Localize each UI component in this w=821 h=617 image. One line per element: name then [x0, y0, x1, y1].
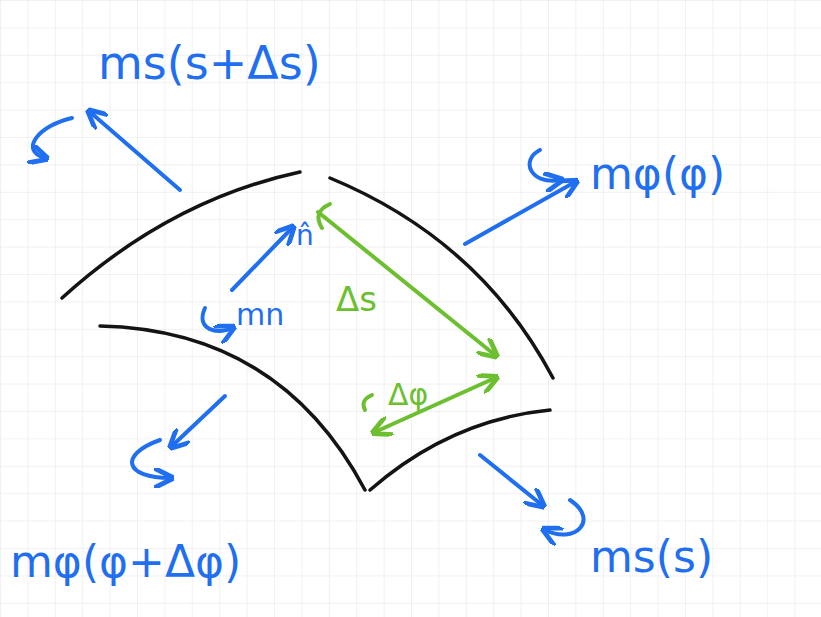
moment-label: mφ(φ): [590, 152, 725, 196]
moment-label: mφ(φ+Δφ): [10, 540, 241, 584]
moment-label: ms(s): [590, 535, 713, 579]
moment-label: n̂: [296, 222, 314, 250]
moment-label: mn: [236, 300, 284, 330]
moment-label: Δφ: [388, 380, 428, 410]
moment-label: ms(s+Δs): [98, 40, 321, 86]
surface-outline: [62, 172, 553, 490]
moment-label: Δs: [336, 282, 377, 316]
moment-arrows: [33, 112, 584, 535]
increment-arrows: [318, 204, 495, 432]
